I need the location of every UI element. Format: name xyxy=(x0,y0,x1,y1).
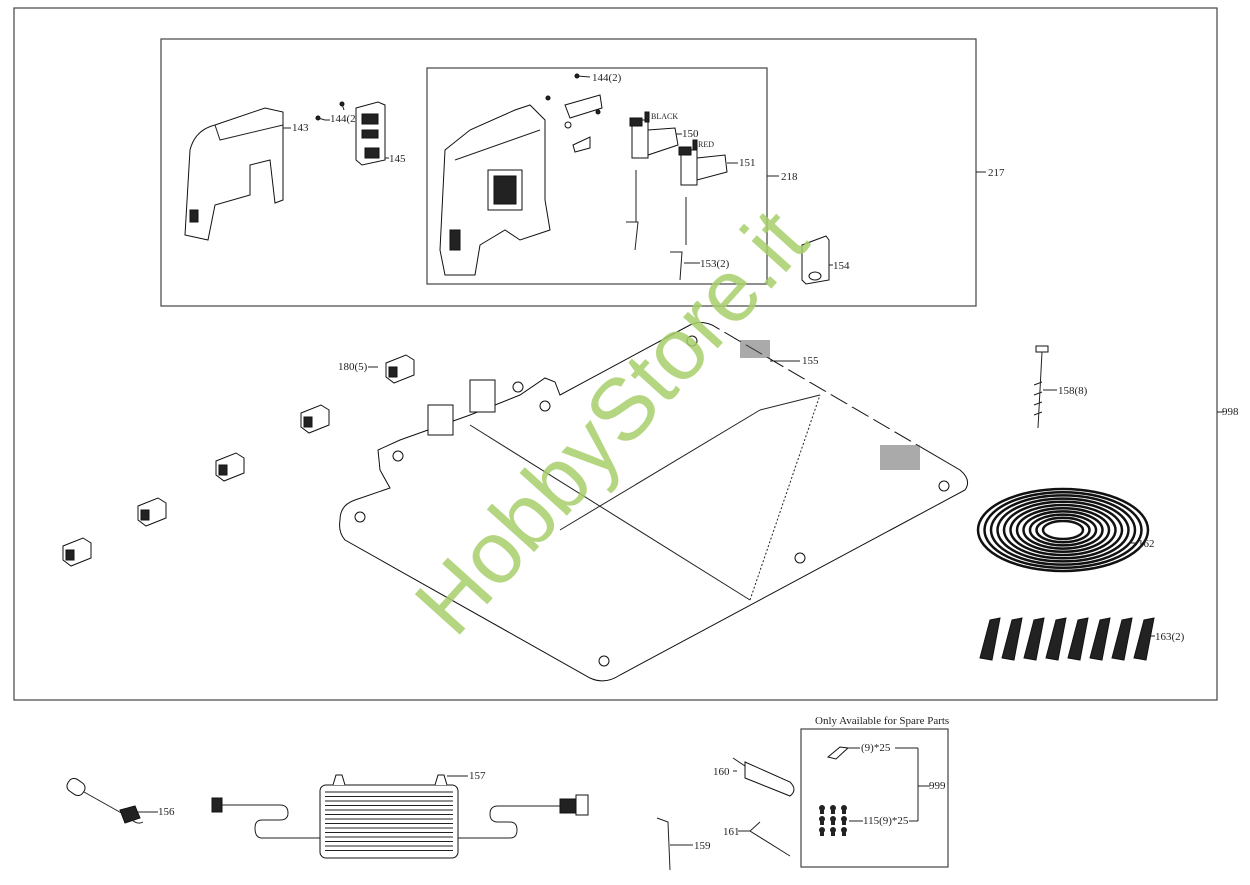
label-143: 143 xyxy=(292,122,309,134)
label-144-b: 144(2) xyxy=(592,72,622,84)
screw-144-icon xyxy=(315,101,345,121)
part-180-wire-clips[interactable] xyxy=(62,354,415,567)
label-150: 150 xyxy=(682,128,699,140)
part-159-hex-key[interactable] xyxy=(656,817,671,871)
spare-parts-title: Only Available for Spare Parts xyxy=(815,715,949,727)
label-151: 151 xyxy=(739,157,756,169)
outer-assembly-frame xyxy=(13,7,1218,701)
part-154-cap[interactable] xyxy=(801,235,830,285)
label-218: 218 xyxy=(781,171,798,183)
label-144-a: 144(2) xyxy=(330,113,360,125)
label-180: 180(5) xyxy=(338,361,368,373)
label-153: 153(2) xyxy=(700,258,730,270)
part-151-red-contact[interactable] xyxy=(670,139,728,281)
part-158-peg[interactable] xyxy=(1033,345,1049,429)
label-161: 161 xyxy=(723,826,740,838)
part-157-power-supply[interactable] xyxy=(211,774,589,859)
contact-plate-part xyxy=(545,73,603,153)
label-160: 160 xyxy=(713,766,730,778)
label-156: 156 xyxy=(158,806,175,818)
label-163: 163(2) xyxy=(1155,631,1185,643)
part-162-boundary-wire[interactable] xyxy=(976,487,1150,573)
part-143-cover[interactable] xyxy=(184,107,284,241)
part-145-bracket[interactable] xyxy=(355,101,386,166)
label-217: 217 xyxy=(988,167,1005,179)
label-162: 162 xyxy=(1138,538,1155,550)
part-155-base-plate[interactable] xyxy=(339,317,969,682)
part-156-connector[interactable] xyxy=(65,776,144,824)
screws-group-icon[interactable] xyxy=(819,805,847,836)
part-163-stakes[interactable] xyxy=(979,617,1155,661)
label-154: 154 xyxy=(833,260,850,272)
label-158: 158(8) xyxy=(1058,385,1088,397)
charging-base-housing[interactable] xyxy=(439,104,551,276)
label-screw-b: 115(9)*25 xyxy=(863,815,909,827)
label-159: 159 xyxy=(694,840,711,852)
label-155: 155 xyxy=(802,355,819,367)
label-screw-a: (9)*25 xyxy=(861,742,891,754)
spare-parts-frame xyxy=(800,728,949,868)
label-145: 145 xyxy=(389,153,406,165)
label-999: 999 xyxy=(929,780,946,792)
part-161-l-key[interactable] xyxy=(749,821,791,857)
screw-clip-part[interactable] xyxy=(826,746,850,760)
label-998: 998 xyxy=(1222,406,1239,418)
part-160-tool[interactable] xyxy=(732,757,795,797)
label-150-color: BLACK xyxy=(651,112,678,121)
label-157: 157 xyxy=(469,770,486,782)
part-150-black-contact[interactable] xyxy=(626,111,679,251)
label-151-color: RED xyxy=(698,140,714,149)
